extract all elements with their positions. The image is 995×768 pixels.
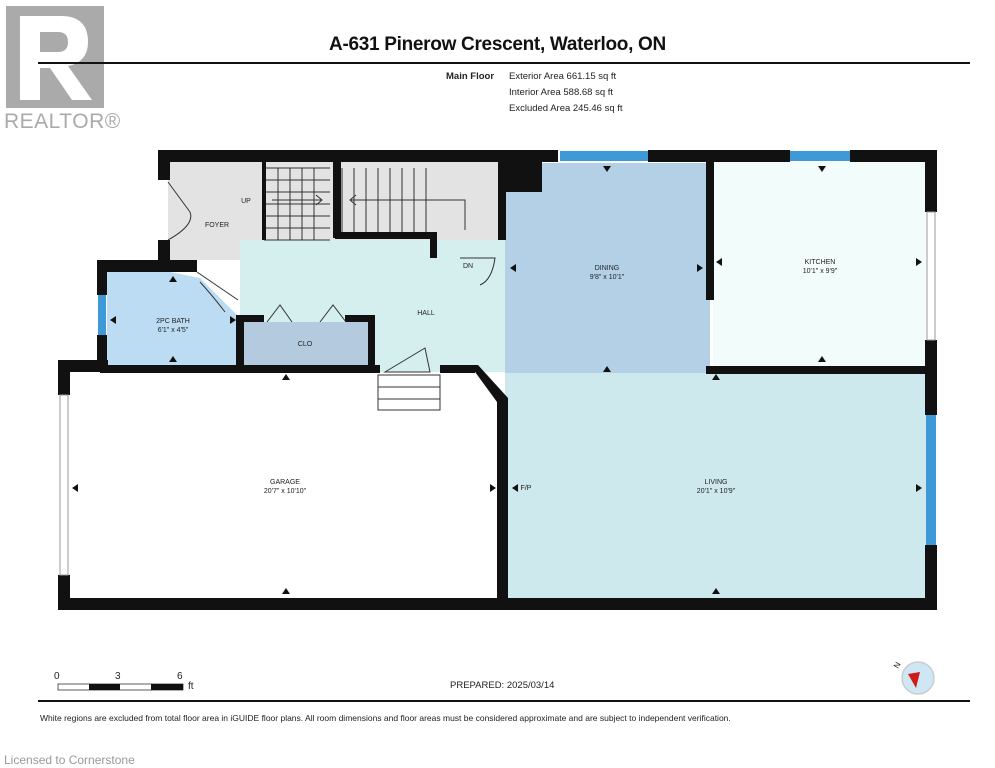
fireplace-label: F/P [521,485,532,492]
scale-unit: ft [188,681,194,692]
dining-label: DINING [595,265,620,272]
license-note: Licensed to Cornerstone [4,753,135,767]
stairs [264,167,466,411]
living-dims: 20'1" x 10'9" [697,488,736,495]
scale-tick-6: 6 [177,671,183,682]
interior-area: Interior Area 588.68 sq ft [509,87,614,98]
scale-bar [57,683,184,691]
scale-tick-0: 0 [54,671,60,682]
bath-room [107,272,240,365]
hall-label: HALL [417,310,435,317]
kitchen-window [926,211,936,341]
garage-room [70,372,500,598]
up-label: UP [241,198,251,205]
excluded-area: Excluded Area 245.46 sq ft [509,103,623,114]
kitchen-dims: 10'1" x 9'9" [803,268,838,275]
divider [38,62,970,64]
living-label: LIVING [705,479,728,486]
prepared-date: PREPARED: 2025/03/14 [450,680,555,691]
compass-label: N [892,660,903,670]
doors [167,181,496,373]
garage-dims: 20'7" x 10'10" [264,488,307,495]
garage-window [59,394,69,576]
closet-room [243,322,368,365]
bath-dims: 6'1" x 4'5" [158,327,189,334]
dining-dims: 9'8" x 10'1" [590,274,625,281]
exterior-area: Exterior Area 661.15 sq ft [509,71,617,82]
closet-label: CLO [298,341,313,348]
divider [38,700,970,702]
realtor-logo-text: REALTOR® [4,110,121,133]
page-title: A-631 Pinerow Crescent, Waterloo, ON [329,34,666,55]
windows [98,151,936,545]
living-room [505,373,926,598]
floor-label: Main Floor [446,71,495,82]
kitchen-room [713,162,926,368]
realtor-logo [6,6,104,108]
scale-tick-3: 3 [115,671,121,682]
foyer-label: FOYER [205,222,229,229]
dn-label: DN [463,263,473,270]
walls [58,150,937,610]
dimension-arrows [72,166,922,594]
compass-icon: N [892,660,935,695]
garage-label: GARAGE [270,479,300,486]
dining-room [505,163,710,373]
disclaimer: White regions are excluded from total fl… [40,713,731,723]
bath-label: 2PC BATH [156,318,190,325]
kitchen-label: KITCHEN [805,259,836,266]
